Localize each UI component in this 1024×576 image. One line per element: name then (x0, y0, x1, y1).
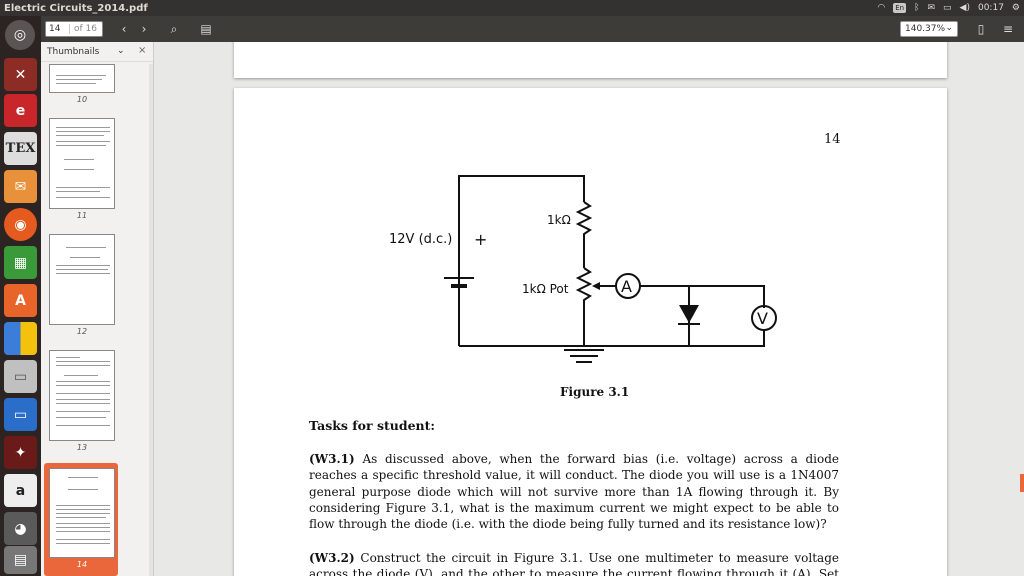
files-icon[interactable]: ▭ (4, 360, 37, 393)
keyboard-layout[interactable]: En (893, 3, 907, 13)
trash-icon[interactable]: ▤ (4, 546, 37, 574)
thumbnail-page-14[interactable] (49, 468, 115, 558)
page-number: 14 (824, 132, 841, 147)
clock[interactable]: 00:17 (977, 3, 1004, 13)
display-icon[interactable]: ▭ (4, 398, 37, 431)
zoom-value: 140.37% (905, 24, 946, 34)
next-page-button[interactable]: › (141, 22, 147, 36)
volume-icon[interactable]: ◀) (959, 3, 970, 13)
figure-caption: Figure 3.1 (560, 385, 630, 399)
previous-page-button[interactable]: ‹ (121, 22, 127, 36)
battery-label: 12V (d.c.) (389, 232, 452, 247)
voltmeter-label: V (757, 309, 768, 328)
thumbnail-number: 14 (76, 560, 88, 569)
sidebar-header[interactable]: Thumbnails ⌄ × (41, 42, 153, 62)
resistor-label: 1kΩ (547, 213, 571, 227)
page-number-field[interactable]: 14 of 16 (45, 21, 103, 37)
spreadsheet-icon[interactable]: ▦ (4, 246, 37, 279)
window-title: Electric Circuits_2014.pdf (4, 2, 148, 14)
total-pages-label: of 16 (74, 24, 97, 34)
firefox-icon[interactable]: ◉ (4, 208, 37, 241)
workspace-switcher-icon[interactable] (4, 322, 37, 355)
thumbnail-page-10[interactable] (49, 64, 115, 93)
close-icon[interactable]: × (138, 45, 147, 56)
zoom-select[interactable]: 140.37% ⌄ (900, 21, 958, 37)
task-label: (W3.2) (309, 551, 355, 565)
task-label: (W3.1) (309, 452, 355, 466)
bluetooth-icon[interactable]: ᛒ (914, 3, 920, 13)
document-view[interactable]: 14 (154, 42, 1024, 576)
search-icon[interactable]: ⌕ (170, 21, 178, 36)
section-heading: Tasks for student: (309, 418, 436, 433)
task-w31: (W3.1) As discussed above, when the forw… (309, 451, 839, 532)
mail-icon[interactable]: ✉ (927, 3, 936, 13)
pot-wiper-arrow (592, 282, 600, 290)
amazon-icon[interactable]: a (4, 474, 37, 507)
task-text: Construct the circuit in Figure 3.1. Use… (309, 551, 839, 576)
software-center-icon[interactable]: A (4, 284, 37, 317)
bookmark-icon[interactable]: ▯ (977, 22, 985, 36)
thumbnail-page-13[interactable] (49, 350, 115, 441)
task-w32: (W3.2) Construct the circuit in Figure 3… (309, 550, 839, 576)
task-text: As discussed above, when the forward bia… (309, 452, 839, 532)
chevron-down-icon[interactable]: ⌄ (117, 46, 125, 56)
pdf-page: 14 (234, 88, 947, 576)
thumbnail-page-12[interactable] (49, 234, 115, 325)
tools-icon[interactable]: ✕ (4, 58, 37, 91)
sidebar-mode-label: Thumbnails (47, 46, 100, 57)
sidebar-scrollbar[interactable] (149, 64, 153, 576)
battery-icon[interactable]: ▭ (943, 3, 952, 13)
pot-label: 1kΩ Pot (522, 282, 569, 296)
battery-plus-label: + (474, 230, 487, 249)
circuit-diagram: 12V (d.c.) + 1kΩ 1kΩ Pot A V (389, 175, 777, 363)
top-panel: Electric Circuits_2014.pdf ◠ En ᛒ ✉ ▭ ◀)… (0, 0, 1024, 16)
chevron-down-icon: ⌄ (945, 23, 953, 33)
thumbnail-number: 12 (76, 327, 88, 336)
ammeter-label: A (621, 277, 632, 296)
system-indicators: ◠ En ᛒ ✉ ▭ ◀) 00:17 ⚙ (877, 0, 1020, 16)
tex-editor-icon[interactable]: TEX (4, 132, 37, 165)
header-bar: 14 of 16 ‹ › ⌕ ▤ 140.37% ⌄ ▯ ≡ (41, 16, 1024, 42)
annotations-icon[interactable]: ▤ (200, 22, 212, 36)
thumbnail-number: 13 (76, 443, 88, 452)
thumbnail-number: 11 (76, 211, 88, 220)
document-viewer-icon[interactable]: e (4, 94, 37, 127)
previous-page (234, 42, 947, 78)
dash-home-icon[interactable]: ◎ (5, 20, 35, 50)
document-scrollbar[interactable] (1020, 474, 1024, 492)
wifi-icon[interactable]: ◠ (877, 3, 886, 13)
settings-gear-icon[interactable]: ⚙ (1011, 3, 1020, 13)
thumbnail-page-11[interactable] (49, 118, 115, 209)
launcher: ◎ ✕ e TEX ✉ ◉ ▦ A ▭ ▭ ✦ a ◕ ▤ (0, 16, 41, 576)
mail-client-icon[interactable]: ✉ (4, 170, 37, 203)
current-page-input[interactable]: 14 (46, 24, 70, 34)
gimp-icon[interactable]: ◕ (4, 512, 37, 545)
thumbnail-number: 10 (76, 95, 88, 104)
thumbnails-sidebar: Thumbnails ⌄ × 10 11 12 13 14 (41, 42, 154, 576)
app-icon[interactable]: ✦ (4, 436, 37, 469)
menu-icon[interactable]: ≡ (1002, 22, 1014, 36)
